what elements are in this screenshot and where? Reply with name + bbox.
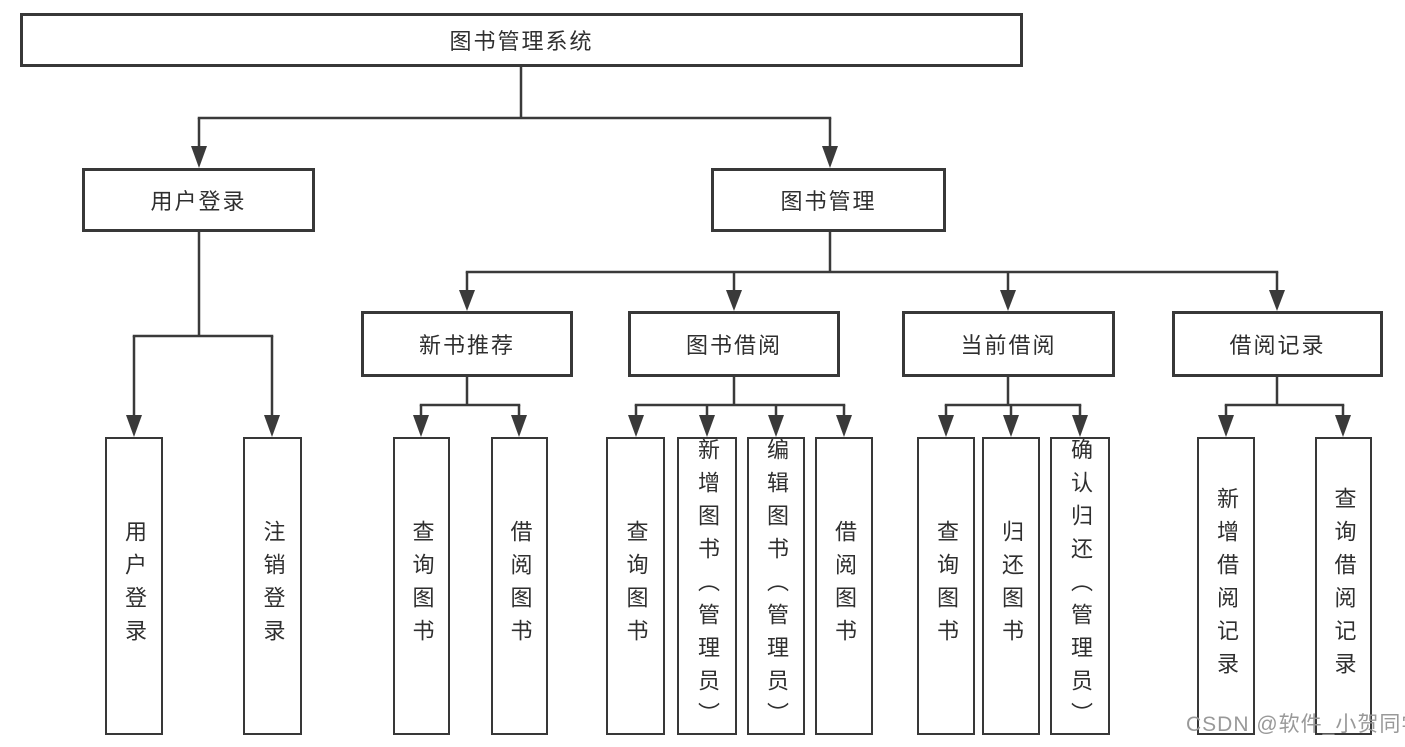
leaf-logout-label: 注销登录: [260, 520, 286, 652]
leaf-edit-books-admin: 编辑图书（管理员）: [747, 437, 805, 735]
leaf-user-login-label: 用户登录: [122, 520, 147, 652]
node-library-management-system: 图书管理系统: [20, 13, 1023, 67]
connector-root-to-level2: [191, 67, 838, 168]
leaf-query-borrow-record-label: 查询借阅记录: [1331, 487, 1357, 685]
leaf-query-borrow-record: 查询借阅记录: [1315, 437, 1372, 735]
leaf-return-books-label: 归还图书: [999, 520, 1024, 652]
connector-new-book-recommend-to-leaves: [413, 377, 527, 437]
node-current-borrowing: 当前借阅: [902, 311, 1115, 377]
csdn-watermark: CSDN @软件_小贺同学: [1186, 713, 1405, 736]
connector-book-borrowing-to-leaves: [628, 377, 852, 437]
leaf-borrow-books-recommend: 借阅图书: [491, 437, 548, 735]
connector-borrowing-records-to-leaves: [1218, 377, 1351, 437]
leaf-query-books-borrowing: 查询图书: [606, 437, 665, 735]
leaf-add-borrow-record-label: 新增借阅记录: [1214, 487, 1239, 685]
leaf-user-login: 用户登录: [105, 437, 163, 735]
leaf-query-books-current-label: 查询图书: [934, 520, 959, 652]
leaf-query-books-current: 查询图书: [917, 437, 975, 735]
connector-current-borrowing-to-leaves: [938, 377, 1088, 437]
leaf-query-books-recommend-label: 查询图书: [409, 520, 435, 652]
leaf-edit-books-admin-label: 编辑图书（管理员）: [764, 437, 789, 735]
node-book-borrowing: 图书借阅: [628, 311, 840, 377]
node-borrowing-records: 借阅记录: [1172, 311, 1383, 377]
leaf-add-borrow-record: 新增借阅记录: [1197, 437, 1255, 735]
leaf-query-books-borrowing-label: 查询图书: [623, 520, 649, 652]
leaf-return-books: 归还图书: [982, 437, 1040, 735]
leaf-add-books-admin-label: 新增图书（管理员）: [695, 437, 720, 735]
leaf-borrow-books-borrowing: 借阅图书: [815, 437, 873, 735]
leaf-query-books-recommend: 查询图书: [393, 437, 450, 735]
connector-user-login-to-leaves: [126, 232, 280, 437]
connector-book-management-to-level3: [459, 232, 1285, 311]
node-new-book-recommend: 新书推荐: [361, 311, 573, 377]
leaf-add-books-admin: 新增图书（管理员）: [677, 437, 737, 735]
leaf-confirm-return-admin: 确认归还（管理员）: [1050, 437, 1110, 735]
leaf-logout: 注销登录: [243, 437, 302, 735]
node-book-management: 图书管理: [711, 168, 946, 232]
leaf-confirm-return-admin-label: 确认归还（管理员）: [1068, 437, 1093, 735]
leaf-borrow-books-recommend-label: 借阅图书: [507, 520, 533, 652]
leaf-borrow-books-borrowing-label: 借阅图书: [832, 520, 857, 652]
node-user-login: 用户登录: [82, 168, 315, 232]
